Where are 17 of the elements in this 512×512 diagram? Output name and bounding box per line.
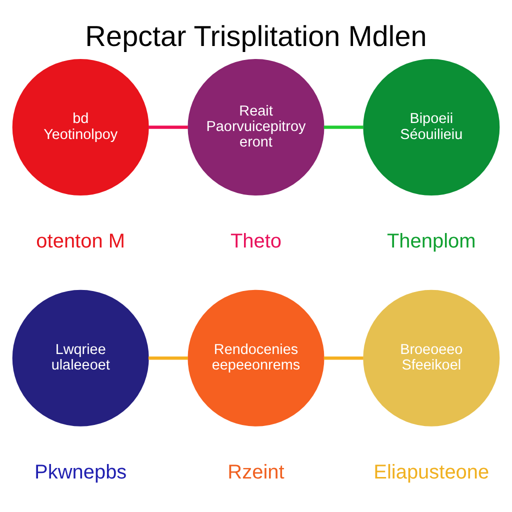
node-circle: Bipoeii Séouilieiu	[363, 58, 500, 196]
node-circle: Lwqriee ulaleeoet	[12, 290, 149, 426]
node-label: Rzeint	[228, 461, 284, 484]
node-circle: Reait Paorvuicepitroy eront	[188, 58, 324, 196]
connector	[324, 356, 364, 360]
node-circle: Broeoeeo Sfeeikoel	[363, 290, 500, 426]
connector	[148, 356, 188, 360]
connector	[148, 126, 188, 129]
node-label: Thenplom	[386, 230, 476, 253]
node-label: Eliapusteone	[374, 461, 490, 484]
connector	[324, 126, 364, 129]
node-label: otenton M	[36, 230, 126, 253]
node-label: Theto	[230, 230, 282, 253]
node-circle: Rendocenies eepeeonrems	[188, 290, 324, 426]
diagram-title: Repctar Trisplitation Mdlen	[85, 20, 427, 53]
node-label: Pkwnepbs	[34, 461, 127, 484]
node-circle: bd Yeotinolpoy	[12, 58, 149, 196]
